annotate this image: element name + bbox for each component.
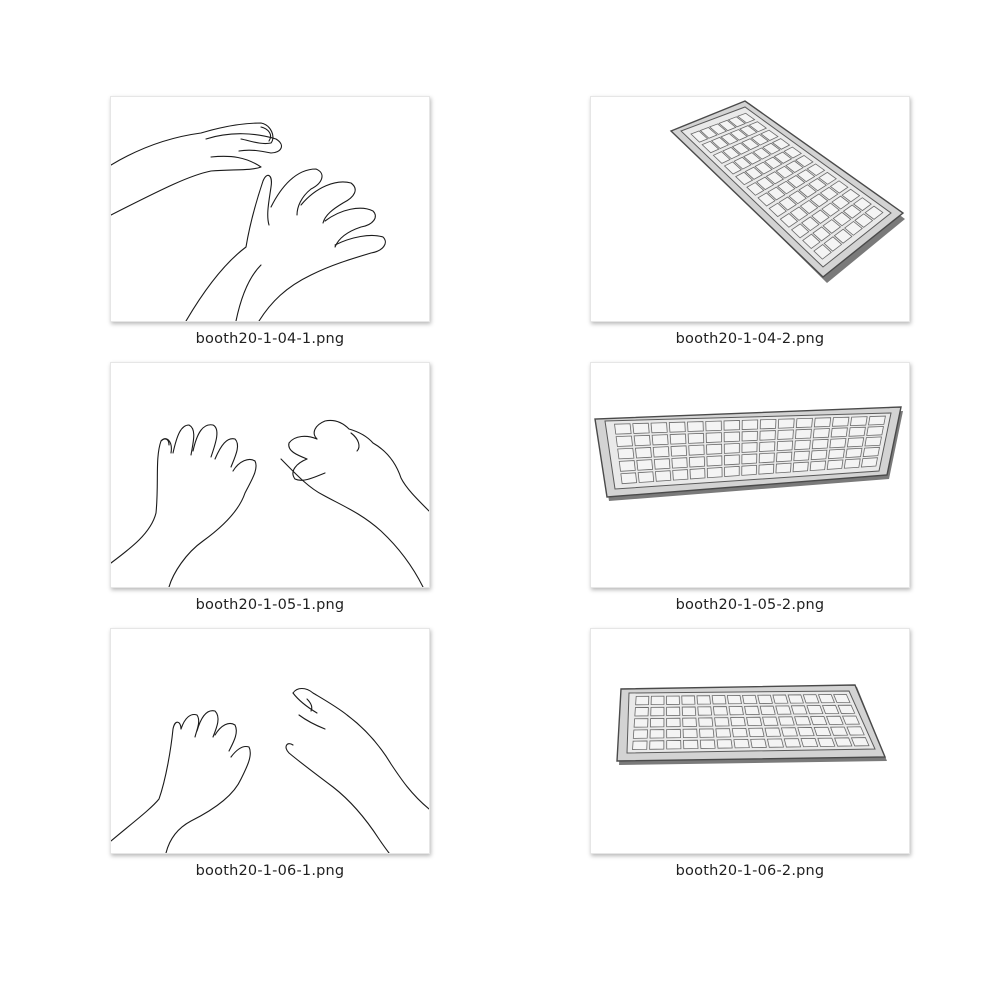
file-name-label: booth20-1-06-1.png: [195, 863, 345, 879]
file-name-label: booth20-1-05-1.png: [195, 597, 345, 613]
keyboard-render-thumbnail[interactable]: [590, 628, 910, 854]
keyboard-keys: [632, 693, 870, 750]
file-item-booth20-1-05-1[interactable]: booth20-1-05-1.png: [110, 362, 430, 613]
file-item-booth20-1-04-1[interactable]: booth20-1-04-1.png: [110, 96, 430, 347]
hands-line-art-icon: [111, 419, 429, 587]
hands-line-art-icon: [111, 687, 429, 853]
keyboard-keys: [614, 415, 886, 485]
file-item-booth20-1-05-2[interactable]: booth20-1-05-2.png: [590, 362, 910, 613]
hands-drawing-thumbnail[interactable]: [110, 96, 430, 322]
file-item-booth20-1-06-1[interactable]: booth20-1-06-1.png: [110, 628, 430, 879]
hands-drawing-thumbnail[interactable]: [110, 362, 430, 588]
hands-drawing-thumbnail[interactable]: [110, 628, 430, 854]
hands-line-art-icon: [111, 122, 386, 321]
file-name-label: booth20-1-04-2.png: [675, 331, 825, 347]
file-name-label: booth20-1-06-2.png: [675, 863, 825, 879]
file-item-booth20-1-04-2[interactable]: booth20-1-04-2.png: [590, 96, 910, 347]
file-name-label: booth20-1-04-1.png: [195, 331, 345, 347]
file-name-label: booth20-1-05-2.png: [675, 597, 825, 613]
keyboard-render-icon: [669, 100, 905, 283]
keyboard-render-thumbnail[interactable]: [590, 362, 910, 588]
keyboard-render-thumbnail[interactable]: [590, 96, 910, 322]
file-item-booth20-1-06-2[interactable]: booth20-1-06-2.png: [590, 628, 910, 879]
keyboard-render-icon: [594, 406, 903, 501]
keyboard-render-icon: [616, 684, 887, 765]
